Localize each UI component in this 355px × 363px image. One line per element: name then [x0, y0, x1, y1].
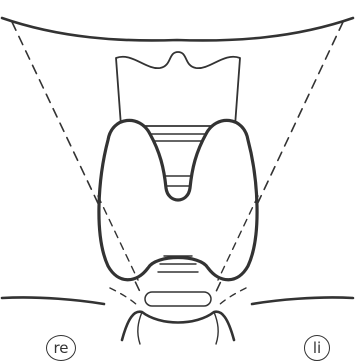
clavicle-right: [252, 297, 353, 304]
sternal-dash-left: [110, 288, 138, 306]
trachea-notch-capsule: [145, 292, 211, 306]
sternal-dash-right: [218, 288, 246, 306]
right-side-label: re: [46, 335, 76, 361]
clavicle-left: [2, 297, 104, 304]
jaw-outline: [2, 18, 353, 40]
sternum-inner-right: [214, 312, 218, 344]
left-side-label: li: [304, 335, 330, 361]
larynx-outline: [116, 52, 240, 126]
sternum-inner-left: [138, 312, 142, 344]
